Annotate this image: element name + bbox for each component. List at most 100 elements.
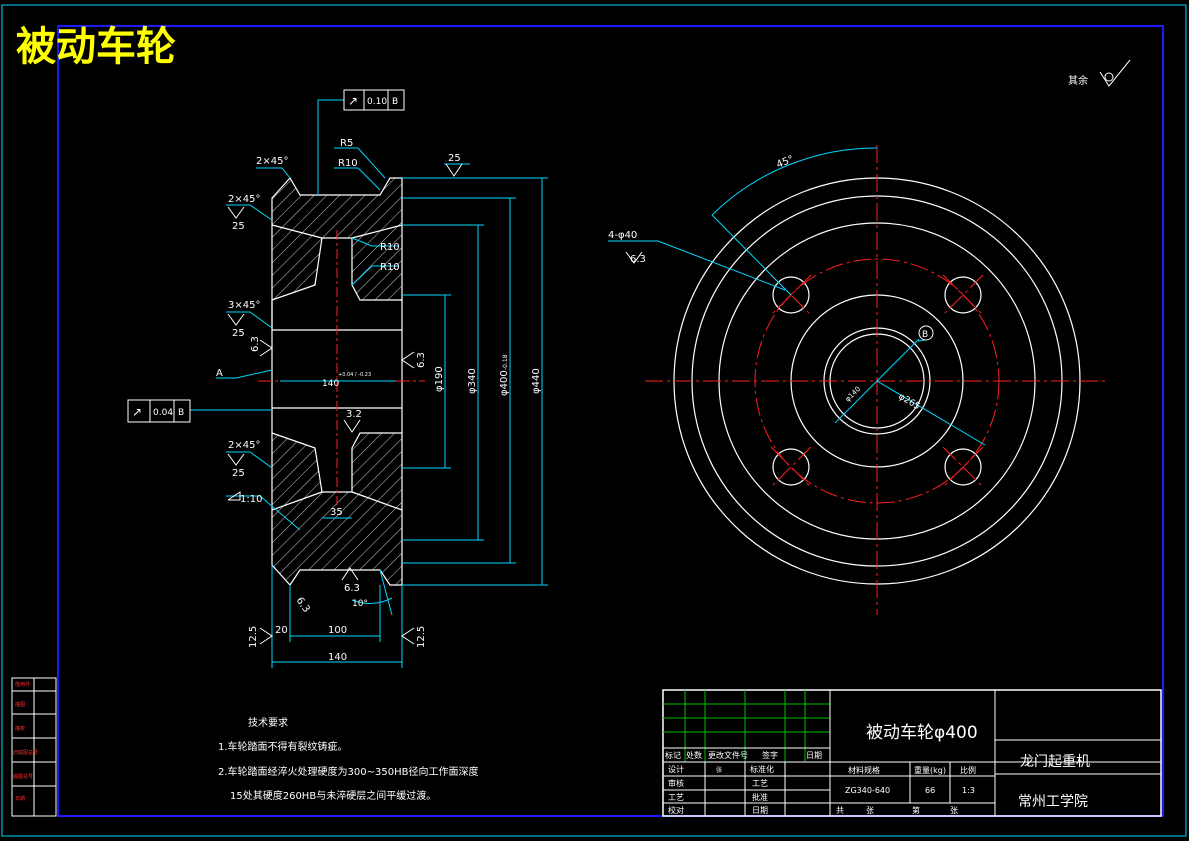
title-block: 被动车轮φ400 龙门起重机 常州工学院 标记 处数 更改文件号 签字 日期 设… bbox=[662, 689, 1162, 817]
bolt-hole-bottom-right bbox=[944, 448, 982, 486]
roughness-25-top-icon bbox=[445, 163, 463, 177]
role2-1: 工艺 bbox=[752, 779, 768, 788]
side-row-4: 底图总号 bbox=[13, 773, 33, 780]
role2-2: 批准 bbox=[752, 792, 768, 802]
side-row-2: 描校 bbox=[15, 725, 25, 732]
label-datum-a: A bbox=[216, 368, 223, 379]
label-taper: 1:10 bbox=[240, 494, 262, 505]
rev-header-4: 日期 bbox=[806, 751, 822, 760]
holes-rough-icon bbox=[625, 251, 643, 264]
label-dim-140-bore: 140 bbox=[322, 379, 339, 389]
label-dim-400-tol: -0.18 bbox=[502, 354, 509, 370]
label-dim-140-width: 140 bbox=[328, 652, 347, 663]
web-inner-bottom bbox=[351, 491, 403, 511]
tolerance-top-value: 0.10 bbox=[367, 97, 387, 107]
role-0: 设计 bbox=[668, 764, 684, 774]
section-lower-wall bbox=[271, 432, 403, 586]
scale-label: 比例 bbox=[960, 765, 976, 775]
web-outline-bottom bbox=[271, 491, 323, 511]
label-chamfer-2x45-top: 2×45° bbox=[256, 156, 288, 167]
runout-symbol-left-icon: ↗ bbox=[132, 405, 142, 419]
label-rough-3-2: 3.2 bbox=[346, 409, 362, 420]
taper-symbol-icon bbox=[227, 491, 241, 501]
roughness-6-3-bottom-icon bbox=[341, 567, 359, 581]
label-dim-35: 35 bbox=[330, 507, 343, 518]
label-rough-25-top: 25 bbox=[448, 153, 461, 164]
material-value: ZG340-640 bbox=[845, 786, 890, 795]
role-1: 审核 bbox=[668, 778, 684, 788]
label-dim-190: φ190 bbox=[434, 366, 445, 392]
leader-chamfer-top bbox=[256, 167, 291, 179]
label-dim-340: φ340 bbox=[467, 368, 478, 394]
tech-heading: 技术要求 bbox=[248, 716, 288, 729]
side-row-1: 描图 bbox=[15, 701, 25, 708]
label-rough-12-5-left: 12.5 bbox=[248, 626, 259, 648]
label-dim-400: φ400 bbox=[499, 370, 510, 396]
roughness-3-2-icon bbox=[343, 419, 361, 433]
web-inner-top bbox=[351, 224, 403, 239]
side-row-3: 旧底图总号 bbox=[13, 749, 38, 756]
tolerance-top-datum: B bbox=[392, 97, 398, 107]
tolerance-left-datum: B bbox=[178, 408, 184, 418]
label-angle-45: 45° bbox=[775, 154, 796, 171]
label-r10-inner-b: R10 bbox=[380, 262, 400, 273]
hole-cross-tr-a bbox=[942, 274, 984, 316]
leader-r5 bbox=[334, 147, 386, 179]
side-row-0: 借用件 bbox=[15, 681, 30, 688]
label-dim-10deg: 10° bbox=[352, 599, 368, 609]
datum-b-marker bbox=[918, 325, 934, 341]
label-rough-25-b: 25 bbox=[232, 328, 245, 339]
scale-value: 1:3 bbox=[962, 786, 975, 795]
bolt-hole-bottom-left bbox=[772, 448, 810, 486]
tech-line-2: 2.车轮踏面经淬火处理硬度为300~350HB径向工作面深度 bbox=[218, 765, 478, 778]
label-dim-100: 100 bbox=[328, 625, 347, 636]
sheet-label: 张 bbox=[866, 806, 874, 815]
runout-symbol-icon: ↗ bbox=[348, 94, 358, 108]
leader-r10-inner-b bbox=[351, 265, 398, 286]
drawing-title-overlay: 被动车轮 bbox=[16, 24, 176, 70]
angle-10deg-leg bbox=[379, 569, 393, 616]
leader-holes bbox=[608, 240, 786, 291]
role2-0: 标准化 bbox=[750, 764, 774, 774]
weight-value: 66 bbox=[925, 786, 935, 795]
leader-top-frame bbox=[317, 99, 344, 195]
rev-header-2: 更改文件号 bbox=[708, 750, 748, 760]
hole-cross-tr-b bbox=[942, 274, 984, 316]
label-dim-20: 20 bbox=[275, 625, 288, 636]
rev-header-3: 签字 bbox=[762, 750, 778, 760]
tech-requirements: 技术要求 1.车轮踏面不得有裂纹铸疵。 2.车轮踏面经淬火处理硬度为300~35… bbox=[218, 716, 478, 802]
leader-chamfer-3x45 bbox=[226, 311, 273, 329]
label-r5: R5 bbox=[340, 138, 353, 149]
tolerance-frame-left: ↗ 0.04 B bbox=[127, 399, 191, 423]
label-rough-12-5-right: 12.5 bbox=[416, 626, 427, 648]
label-holes: 4-φ40 bbox=[608, 230, 637, 241]
leader-taper bbox=[226, 495, 301, 531]
leader-r10-inner-a bbox=[351, 237, 398, 247]
label-r10-inner-a: R10 bbox=[380, 242, 400, 253]
label-r10-top: R10 bbox=[338, 158, 358, 169]
sheet-total-label: 共 bbox=[836, 806, 844, 815]
rev-header-0: 标记 bbox=[665, 750, 681, 760]
label-chamfer-2x45-left: 2×45° bbox=[228, 194, 260, 205]
hole-cross-br-a bbox=[942, 446, 984, 488]
section-upper-wall bbox=[271, 176, 403, 301]
label-bore: φ140 bbox=[844, 385, 862, 403]
label-dim-440: φ440 bbox=[531, 368, 542, 394]
side-table: 借用件 描图 描校 旧底图总号 底图总号 日期 bbox=[11, 677, 57, 817]
label-rough-25-a: 25 bbox=[232, 221, 245, 232]
label-pcd: φ265 bbox=[897, 392, 922, 412]
side-row-5: 日期 bbox=[15, 796, 25, 802]
roughness-12-5-right-icon bbox=[401, 627, 415, 645]
roughness-25-a-icon bbox=[227, 206, 245, 219]
hole-cross-bl-a bbox=[770, 446, 812, 488]
tech-line-1: 1.车轮踏面不得有裂纹铸疵。 bbox=[218, 740, 348, 753]
hole-cross-bl-b bbox=[770, 446, 812, 488]
weight-label: 重量(kg) bbox=[914, 765, 946, 775]
dim-line-pcd bbox=[876, 380, 986, 446]
roughness-25-b-icon bbox=[227, 313, 245, 326]
drawing-frame bbox=[57, 25, 1164, 817]
leader-chamfer-left bbox=[226, 204, 273, 221]
label-holes-rough: 6.3 bbox=[630, 254, 646, 265]
angle-10deg-arc bbox=[351, 597, 393, 604]
